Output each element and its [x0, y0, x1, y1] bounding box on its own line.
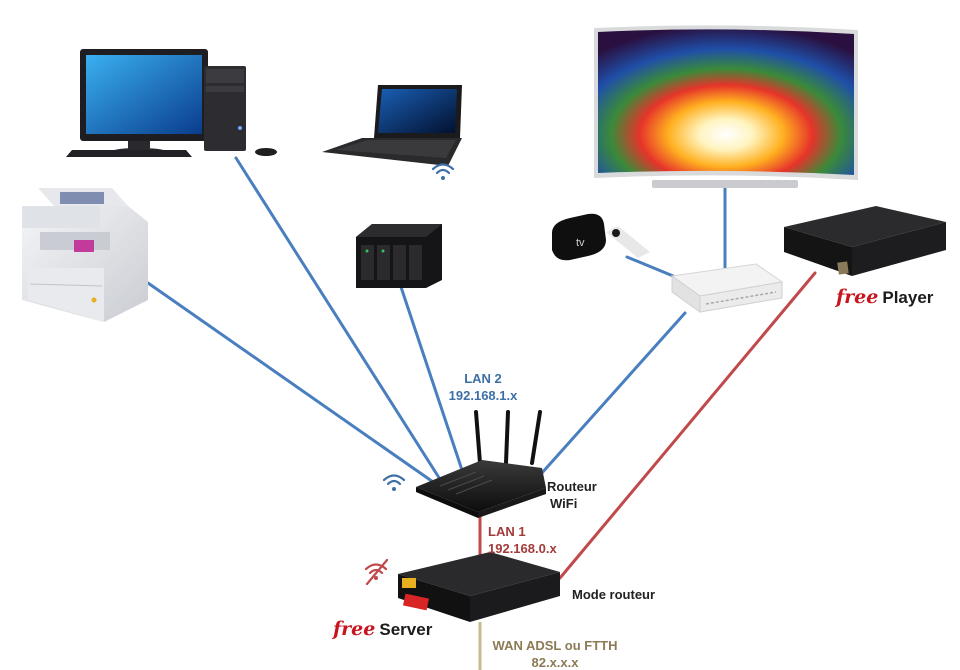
lan1-name: LAN 1: [488, 524, 526, 539]
link-nas-router: [399, 285, 464, 472]
router-label-line2: WiFi: [550, 496, 578, 511]
wifi-icon: [382, 474, 406, 491]
free-brand-text: free: [836, 286, 879, 308]
lan2-links: [146, 156, 727, 486]
router-label-line1: Routeur: [547, 479, 597, 494]
wan-label: WAN ADSL ou FTTH 82.x.x.x: [482, 637, 628, 670]
wifi-router-icon: [416, 410, 546, 518]
mode-routeur-label: Mode routeur: [572, 587, 656, 602]
link-printer-router: [146, 281, 438, 486]
wifi-icon: [431, 163, 455, 180]
router-label: Routeur WiFi: [547, 478, 597, 512]
link-freeplayer-freeserver: [558, 271, 817, 580]
free-server-name: Server: [379, 620, 433, 639]
wifi-disabled-icon: [364, 558, 389, 586]
lan2-name: LAN 2: [464, 371, 502, 386]
lan2-label: LAN 2 192.168.1.x: [440, 370, 526, 404]
free-brand-text: free: [333, 618, 376, 640]
free-player-box-icon: [784, 206, 946, 276]
lan1-links: [478, 271, 817, 580]
printer-icon: [22, 188, 148, 322]
link-desktop-router: [234, 156, 445, 486]
apple-tv-icon: tv: [552, 213, 650, 261]
free-server-box-icon: [398, 552, 560, 622]
free-player-name: Player: [882, 288, 934, 307]
laptop-icon: [322, 85, 462, 166]
wan-name: WAN ADSL ou FTTH: [492, 638, 618, 653]
television-icon: [594, 25, 858, 188]
nas-icon: [356, 224, 442, 288]
desktop-computer-icon: [66, 49, 277, 157]
link-switch-router: [539, 311, 687, 476]
wan-address: 82.x.x.x: [531, 655, 579, 670]
network-switch-icon: [670, 263, 784, 313]
lan1-subnet: 192.168.0.x: [488, 541, 557, 556]
svg-text:tv: tv: [576, 237, 585, 249]
lan1-label: LAN 1 192.168.0.x: [488, 523, 557, 557]
lan2-subnet: 192.168.1.x: [448, 388, 518, 403]
